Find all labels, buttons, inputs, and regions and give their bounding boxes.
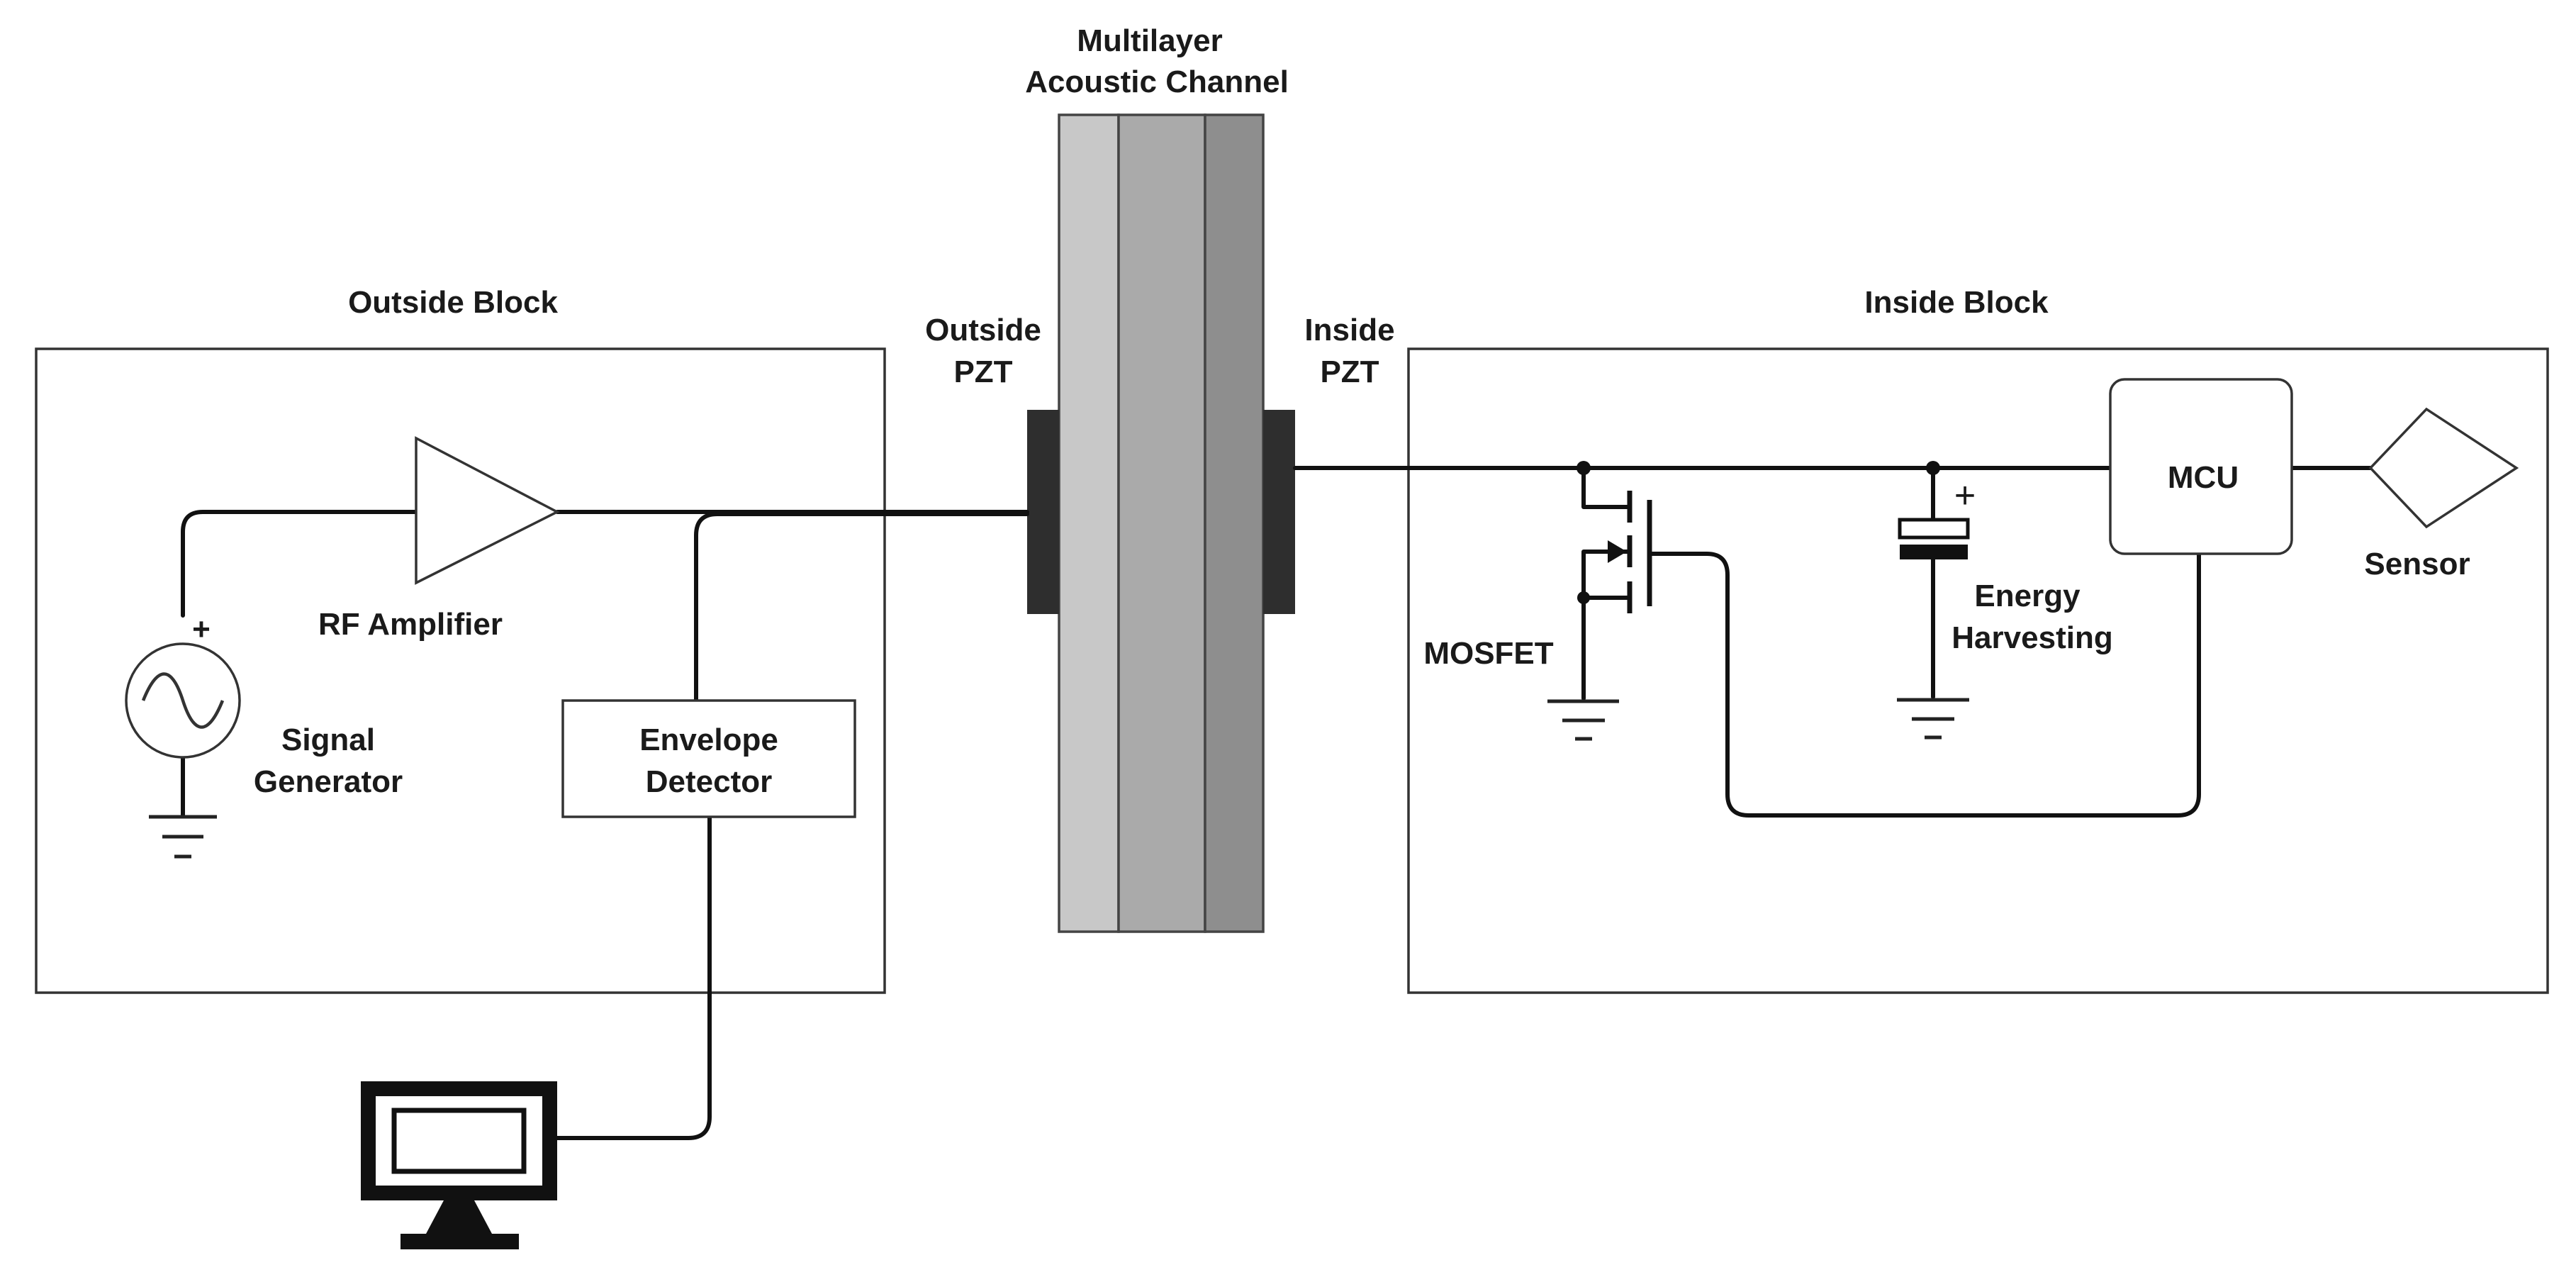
outside-wires [181, 510, 1029, 1140]
mosfet-symbol [1608, 491, 1652, 613]
outside-pzt-label-line1: Outside [925, 313, 1041, 347]
channel-title-line2: Acoustic Channel [1025, 65, 1289, 99]
energy-harvesting-label-line1: Energy [1974, 579, 2081, 613]
energy-harvesting-label-line2: Harvesting [1951, 620, 2112, 655]
outside-block [35, 347, 886, 994]
junction-dot-capacitor [1926, 461, 1940, 475]
inside-pzt [1263, 410, 1295, 614]
inside-block [1407, 347, 2549, 994]
sine-wave-icon [141, 672, 225, 729]
inside-pzt-label-line2: PZT [1320, 355, 1379, 389]
rf-amplifier-label: RF Amplifier [318, 607, 503, 642]
channel-layer-1 [1058, 113, 1120, 933]
mcu-label: MCU [2168, 460, 2239, 495]
signal-generator-label-line1: Signal [281, 723, 375, 757]
ground-symbol [1897, 698, 1969, 740]
envelope-detector-label-line2: Detector [646, 764, 773, 799]
envelope-detector [561, 699, 856, 818]
channel-layer-3 [1204, 113, 1265, 933]
sensor-label: Sensor [2364, 547, 2470, 581]
signal-generator-label-line2: Generator [254, 764, 403, 799]
inside-block-title: Inside Block [1864, 285, 2049, 320]
outside-pzt [1027, 410, 1059, 614]
ground-symbol [1547, 699, 1619, 741]
envelope-detector-label-line1: Envelope [639, 723, 778, 757]
junction-dot-mosfet-source [1577, 591, 1590, 604]
signal-generator-plus: + [192, 612, 211, 647]
inside-pzt-label-line1: Inside [1304, 313, 1394, 347]
multilayer-acoustic-channel [1058, 113, 1265, 933]
outside-block-title: Outside Block [348, 285, 558, 320]
junction-dot-mosfet [1577, 461, 1591, 475]
mcu-block [2109, 378, 2293, 555]
energy-harvesting-capacitor [1898, 518, 1970, 559]
rf-amplifier [415, 436, 560, 585]
mosfet-label: MOSFET [1423, 636, 1553, 671]
signal-generator [125, 642, 241, 759]
capacitor-plus: + [1954, 475, 1976, 516]
channel-title-line1: Multilayer [1077, 23, 1222, 58]
inside-wires [1293, 466, 2373, 818]
computer-monitor-icon [361, 1081, 557, 1249]
outside-pzt-label-line2: PZT [953, 355, 1012, 389]
ground-symbol [149, 815, 217, 859]
channel-layer-2 [1117, 113, 1206, 933]
sensor-diamond [2368, 407, 2519, 529]
